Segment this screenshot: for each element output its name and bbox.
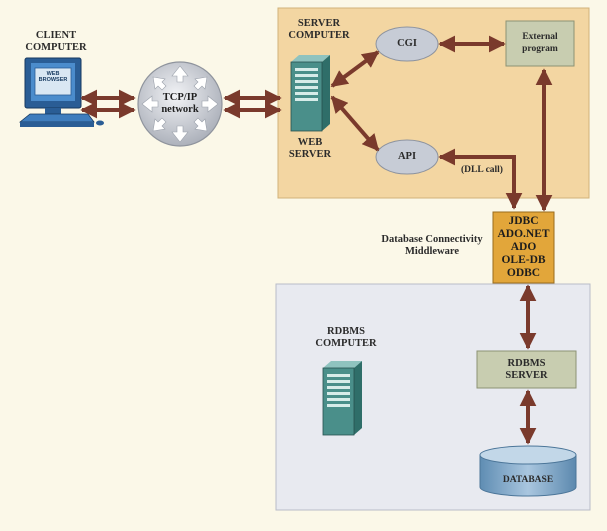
middleware-list: JDBC ADO.NET ADO OLE-DB ODBC xyxy=(493,215,554,280)
network-cloud-icon xyxy=(137,61,223,147)
client-computer-icon xyxy=(18,57,104,127)
external-program-box xyxy=(505,20,575,67)
server-tower-icon xyxy=(322,361,362,436)
database-label: DATABASE xyxy=(502,475,554,485)
dll-call-label: (DLL call) xyxy=(461,165,503,175)
server-tower-icon xyxy=(290,55,330,132)
api-label: API xyxy=(397,151,417,162)
cgi-label: CGI xyxy=(397,38,417,49)
middleware-item: ODBC xyxy=(506,267,541,279)
cgi-node xyxy=(375,26,439,62)
middleware-item: JDBC xyxy=(508,215,539,227)
middleware-box xyxy=(492,211,555,284)
server-to-api-arrow xyxy=(330,95,380,152)
api-node xyxy=(375,139,439,175)
middleware-item: ADO xyxy=(510,241,537,253)
rdbms-server-box xyxy=(476,350,577,389)
api-dll-call-arrow xyxy=(438,148,523,210)
server-to-cgi-arrow xyxy=(330,50,380,88)
database-cylinder-icon xyxy=(479,445,577,497)
middleware-item: OLE-DB xyxy=(501,254,546,266)
middleware-item: ADO.NET xyxy=(497,228,550,240)
